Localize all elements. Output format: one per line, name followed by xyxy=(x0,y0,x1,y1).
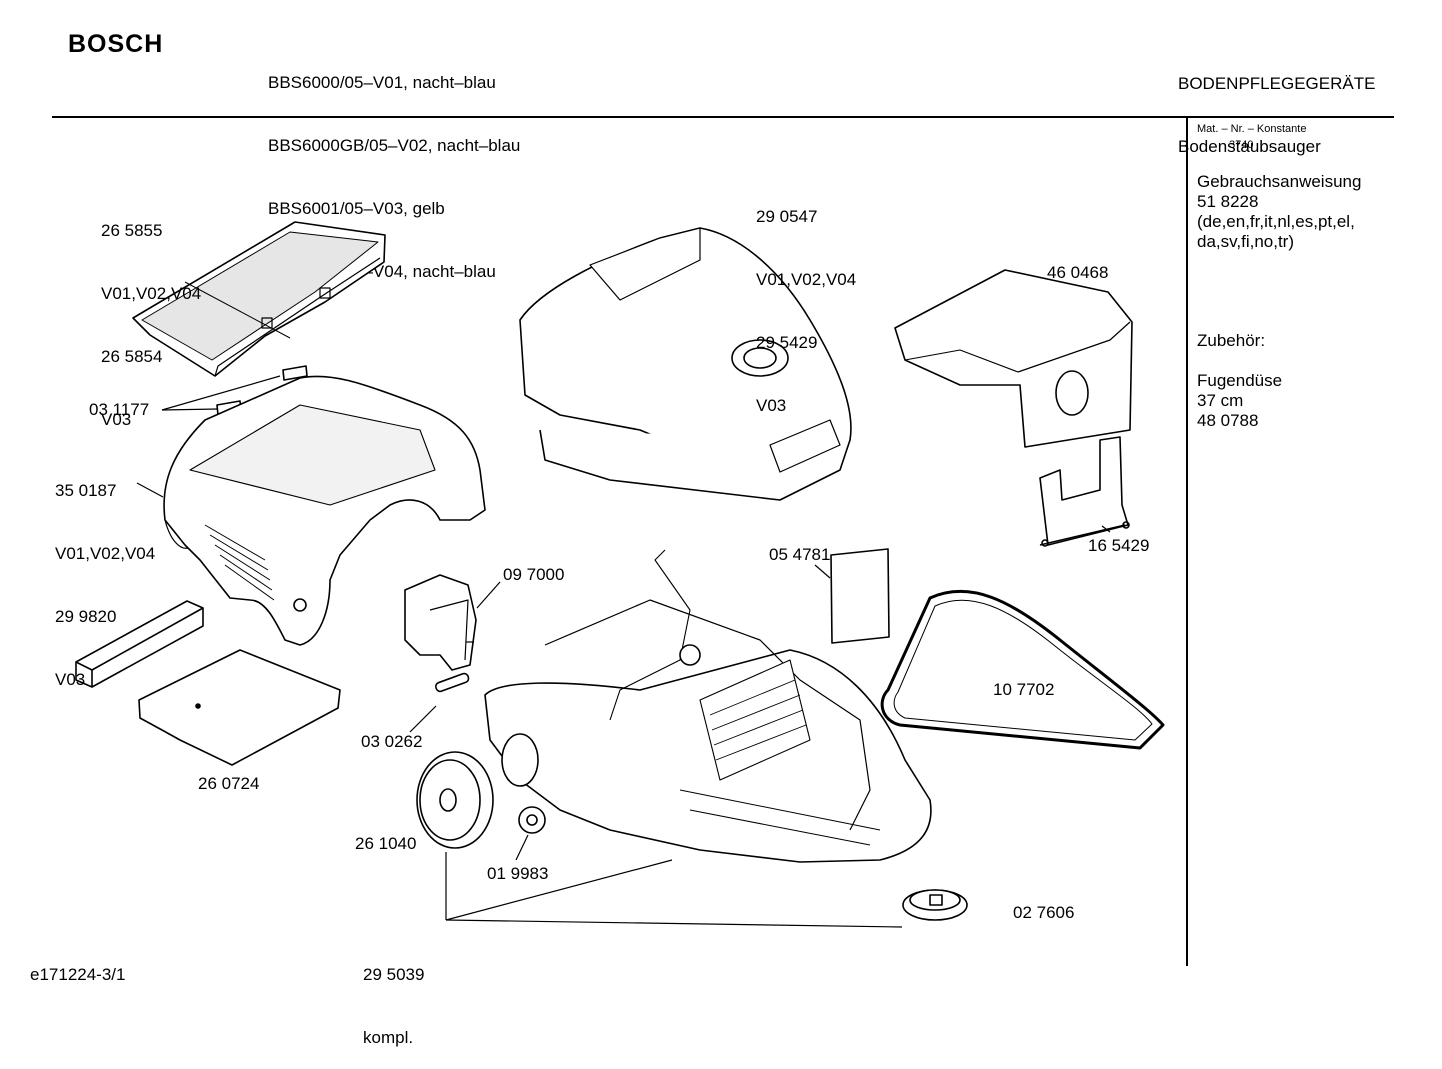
accessories-title: Zubehör: xyxy=(1197,331,1266,350)
label-line: 26 5855 xyxy=(101,221,163,240)
hub-label: 01 9983 xyxy=(487,864,549,883)
clip-label: 03 1177 xyxy=(89,400,150,419)
accessory-size: 37 cm xyxy=(1197,391,1244,410)
filter-cover-label: 26 5855 V01,V02,V04 26 5854 V03 xyxy=(101,178,201,451)
dust-bag-label: 46 0468 xyxy=(1047,263,1109,282)
foam-filter-label: 26 0724 xyxy=(198,774,260,793)
label-line: 29 5429 xyxy=(756,333,818,352)
model-line: BBS6001/05–V03, gelb xyxy=(268,199,445,218)
label-line: V03 xyxy=(756,396,787,415)
accessory-name: Fugendüse xyxy=(1197,371,1283,390)
castor-part xyxy=(902,889,968,921)
foam-filter-part xyxy=(75,600,204,688)
bag-holder-label: 16 5429 xyxy=(1088,536,1150,555)
motor-plate-part xyxy=(138,649,341,766)
model-line: BBS6000GB/05–V02, nacht–blau xyxy=(268,136,521,155)
valve-label: 09 7000 xyxy=(503,565,565,584)
label-line: kompl. xyxy=(363,1028,414,1047)
axle-label: 03 0262 xyxy=(361,732,423,751)
bag-holder-part xyxy=(1039,436,1130,547)
label-line: V01,V02,V04 xyxy=(55,544,156,563)
drawing-id: e171224-3/1 xyxy=(30,965,126,984)
housing-label: 35 0187 V01,V02,V04 29 9820 V03 xyxy=(55,438,155,711)
top-cover-label: 29 0547 V01,V02,V04 29 5429 V03 xyxy=(756,164,856,437)
dust-bag-part xyxy=(894,269,1133,448)
housing-part xyxy=(163,375,486,646)
accessory-number: 48 0788 xyxy=(1197,411,1259,430)
header-divider xyxy=(52,116,1394,118)
axle-part xyxy=(434,672,470,693)
wheel-part xyxy=(416,751,494,849)
brand-logo: BOSCH xyxy=(68,30,164,58)
label-line: V01,V02,V04 xyxy=(756,270,857,289)
mat-constant-label: Mat. – Nr. – Konstante xyxy=(1197,123,1307,135)
category-block: BODENPFLEGEGERÄTE Bodenstaubsauger xyxy=(1178,31,1375,178)
hub-part xyxy=(518,806,546,834)
mat-constant-value: 3740 . . . . . . xyxy=(1229,139,1309,151)
label-line: 26 5854 xyxy=(101,347,163,366)
label-line: V03 xyxy=(101,410,132,429)
filter-sheet-part xyxy=(830,548,890,644)
castor-label: 02 7606 xyxy=(1013,903,1075,922)
label-line: 29 5039 xyxy=(363,965,425,984)
base-complete-label: 29 5039 kompl. xyxy=(363,922,424,1069)
manual-languages-cont: da,sv,fi,no,tr) xyxy=(1197,232,1294,251)
sidebar-divider xyxy=(1186,118,1188,966)
manual-number: 51 8228 xyxy=(1197,192,1259,211)
label-line: V03 xyxy=(55,670,86,689)
filter-sheet-label: 05 4781 xyxy=(769,545,831,564)
filter-cover-part xyxy=(132,221,386,377)
top-cover-part xyxy=(519,227,852,501)
manual-title: Gebrauchsanweisung xyxy=(1197,172,1362,191)
category-title: BODENPFLEGEGERÄTE xyxy=(1178,74,1376,93)
manual-languages: (de,en,fr,it,nl,es,pt,el, xyxy=(1197,212,1355,231)
wheel-label: 26 1040 xyxy=(355,834,417,853)
exploded-parts-drawing xyxy=(75,221,1165,928)
base-body-part xyxy=(484,549,932,863)
label-line: 35 0187 xyxy=(55,481,117,500)
label-line: 29 9820 xyxy=(55,607,117,626)
model-line: BBS6000/05–V01, nacht–blau xyxy=(268,73,496,92)
label-line: 29 0547 xyxy=(756,207,818,226)
valve-part xyxy=(404,574,477,671)
gasket-part xyxy=(880,589,1165,750)
label-line: V01,V02,V04 xyxy=(101,284,202,303)
gasket-label: 10 7702 xyxy=(993,680,1055,699)
category-subtitle: Bodenstaubsauger xyxy=(1178,137,1321,156)
